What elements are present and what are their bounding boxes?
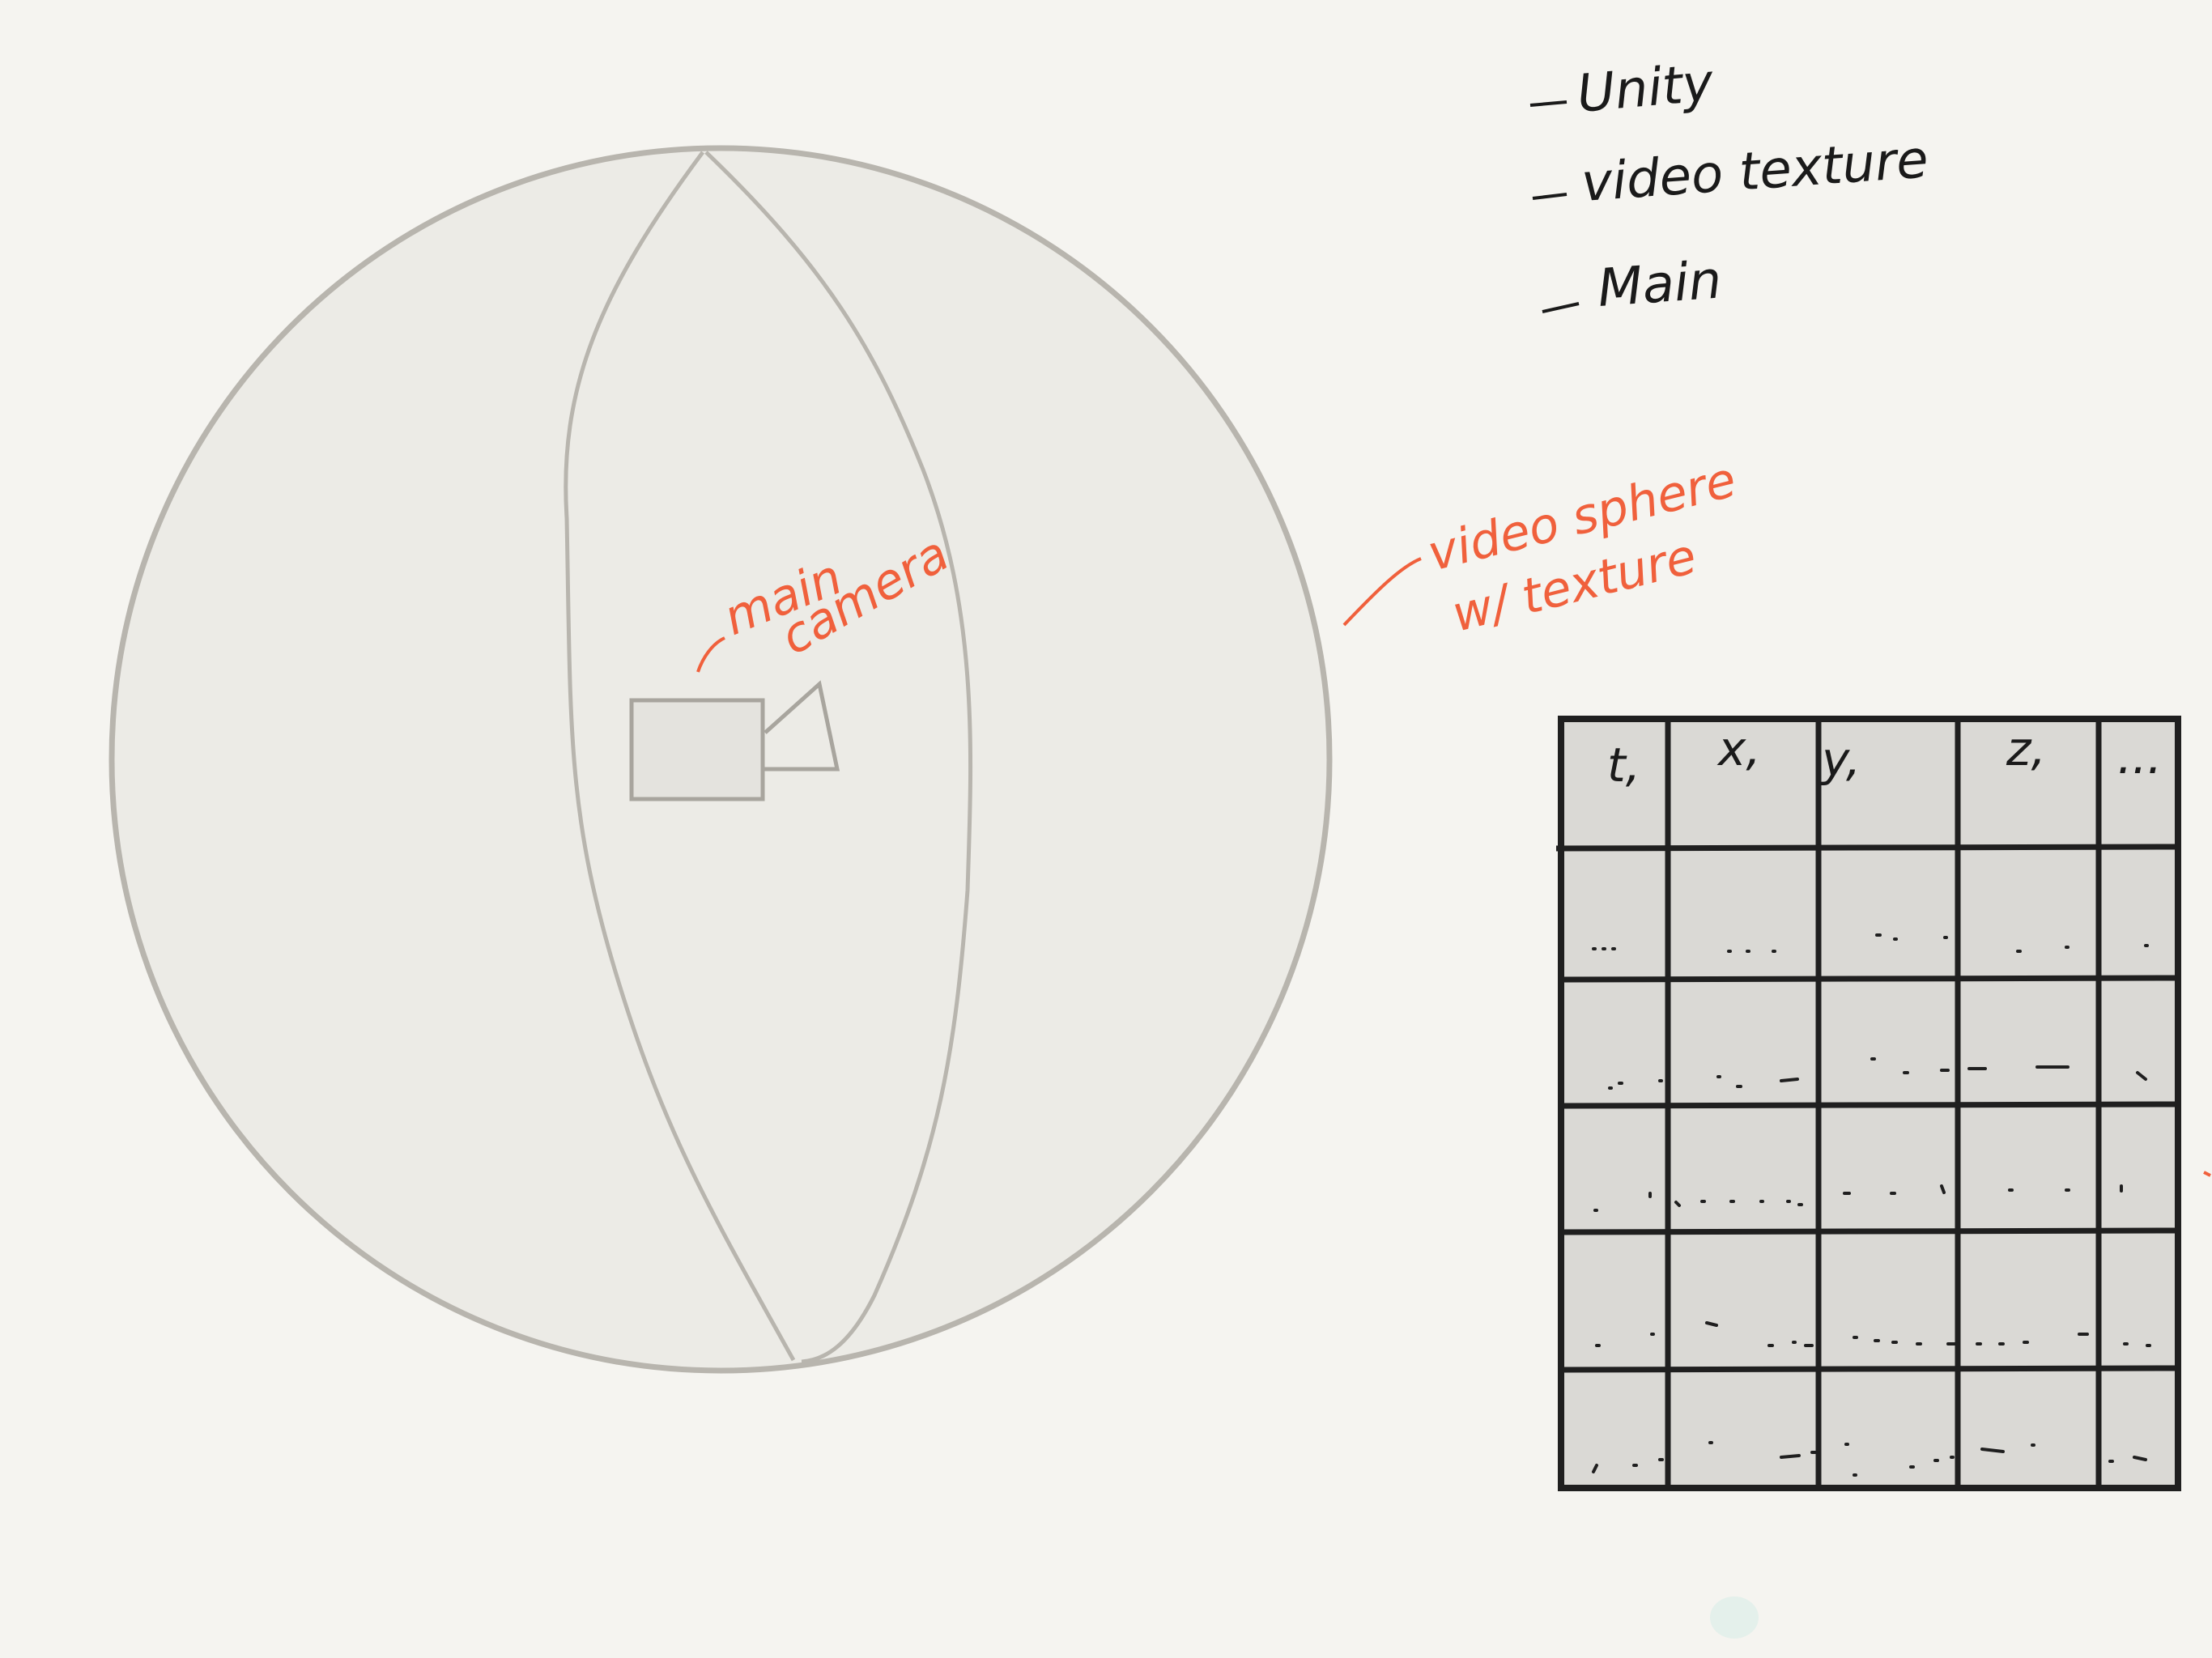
table-row-divider: [1560, 1365, 2179, 1373]
sphere-annotation: video sphere w/ texture: [1342, 452, 1742, 644]
camera-body: [629, 698, 765, 801]
table-row-scribbles: [1592, 933, 2151, 1477]
table-row-divider: [1560, 1227, 2179, 1235]
note-item: Unity: [1529, 53, 1716, 125]
table-header-cell: y,: [1820, 732, 1861, 787]
table-header-cell: z,: [2006, 721, 2046, 776]
table-header-cell: t,: [1607, 738, 1640, 793]
camera-pointer-line: [696, 636, 725, 673]
note-item: video texture: [1532, 130, 1930, 214]
table-header-cell: ...: [2117, 729, 2162, 784]
table-header-cell: x,: [1716, 721, 1761, 776]
sphere-pointer-line: [1342, 557, 1422, 627]
sphere-meridian-right: [704, 151, 973, 1364]
edge-mark: [2203, 1171, 2211, 1177]
table-row-divider: [1555, 844, 2179, 852]
paper-blot: [1710, 1596, 1759, 1639]
note-dash: [1532, 193, 1568, 200]
note-dash: [1542, 302, 1580, 313]
note-dash: [1529, 100, 1568, 107]
camera-lens: [763, 680, 840, 772]
note-label: Unity: [1575, 53, 1716, 124]
camera-icon: [629, 680, 840, 801]
table-row-divider: [1560, 1101, 2179, 1109]
notes-list: Unity video texture Main: [1529, 53, 1930, 319]
note-label: video texture: [1580, 130, 1930, 214]
table-row-divider: [1560, 975, 2179, 983]
sphere-meridian-left: [564, 151, 796, 1362]
note-item: Main: [1542, 250, 1724, 319]
data-table: t, x, y, z, ...: [1555, 716, 2181, 1491]
note-label: Main: [1596, 250, 1724, 318]
